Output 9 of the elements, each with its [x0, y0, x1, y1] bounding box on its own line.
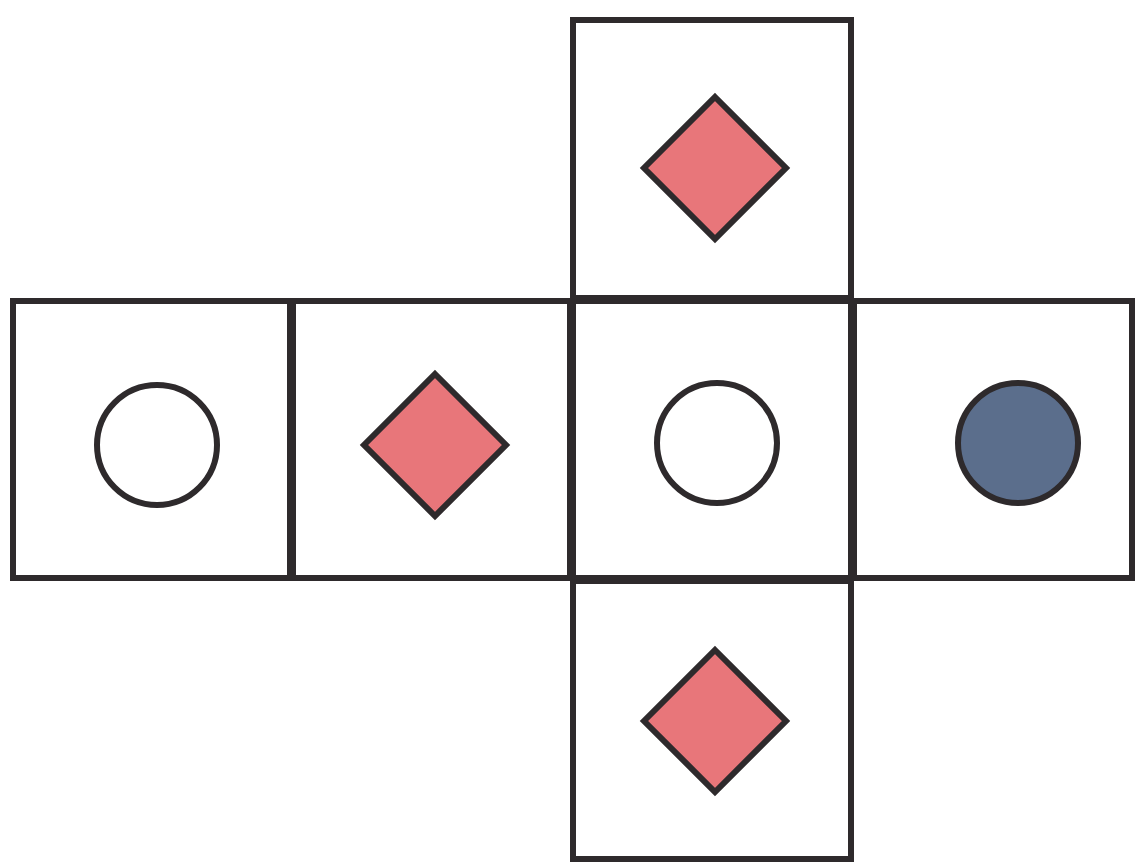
- cube-face: [570, 17, 854, 301]
- cube-face: [851, 298, 1135, 581]
- cube-face: [290, 298, 573, 581]
- cube-face: [570, 298, 854, 581]
- cube-face: [570, 578, 854, 862]
- diamond-symbol: [360, 370, 510, 520]
- cube-face: [10, 298, 293, 581]
- diamond-symbol: [640, 646, 790, 796]
- diamond-symbol: [640, 93, 790, 243]
